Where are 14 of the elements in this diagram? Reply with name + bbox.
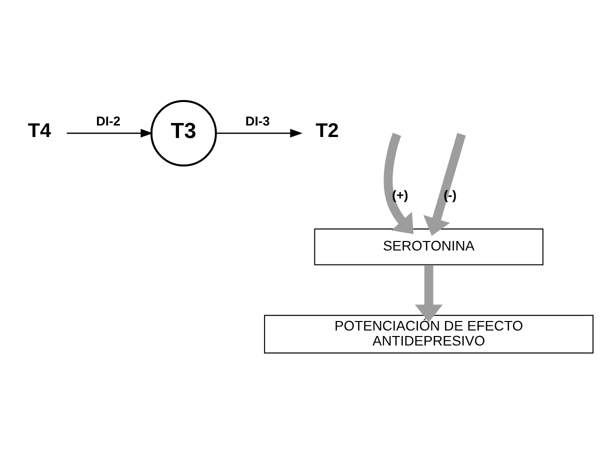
- node-circle: T3: [150, 99, 217, 166]
- edge-label: (+): [392, 187, 408, 202]
- node-box: SEROTONINA: [314, 228, 544, 265]
- node-text: T4: [28, 120, 52, 142]
- node-text: T2: [316, 120, 339, 142]
- edge-label: DI-2: [96, 113, 120, 128]
- arrow: [384, 132, 414, 234]
- arrow: [216, 128, 302, 138]
- arrow: [414, 264, 443, 322]
- arrow: [66, 128, 153, 138]
- arrow: [423, 132, 466, 236]
- edge-label: (-): [444, 187, 457, 202]
- edge-label: DI-3: [245, 113, 270, 128]
- node-box: POTENCIACIÓN DE EFECTO ANTIDEPRESIVO: [264, 314, 594, 354]
